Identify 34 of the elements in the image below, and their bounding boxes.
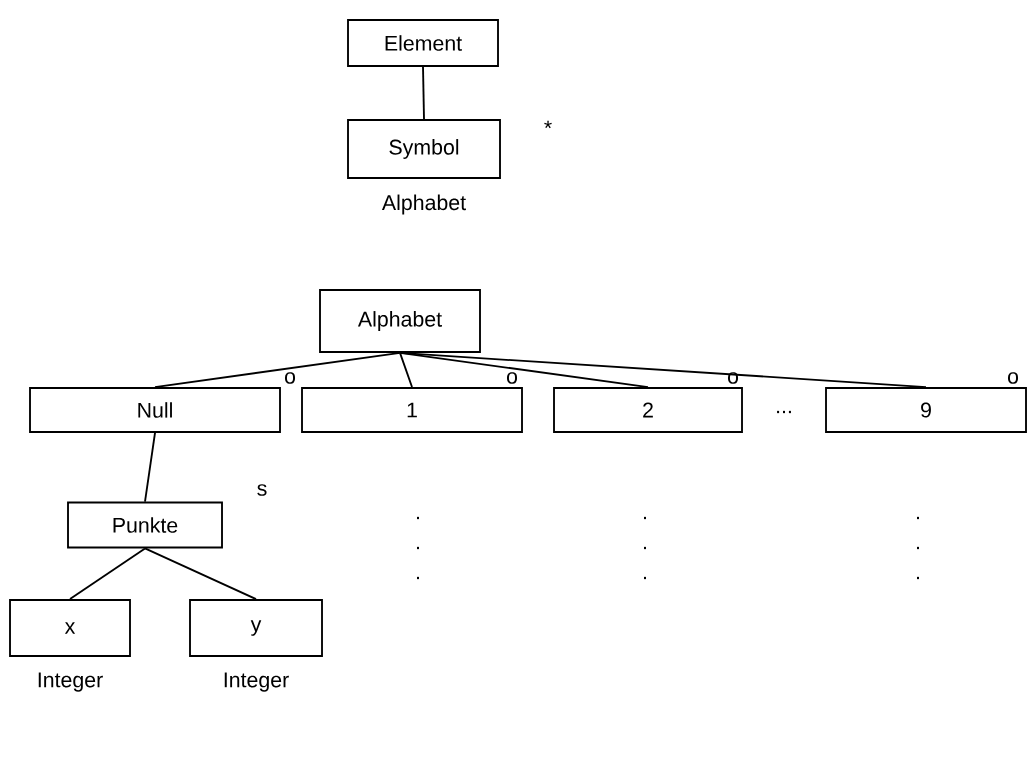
multiplicity-mark: . [644,516,646,520]
connector-line [154,352,401,388]
multiplicity-mark: . [417,576,419,580]
multiplicity-mark: . [917,546,919,550]
connector-line [399,352,413,388]
type-caption: Alphabet [381,194,466,215]
connector-line [144,432,156,503]
class-box: Null [29,387,281,433]
class-box: 2 [553,387,743,433]
multiplicity-mark: . [417,546,419,550]
class-box: Punkte [67,501,223,549]
class-box: 1 [301,387,523,433]
class-box: 9 [825,387,1027,433]
class-box: Alphabet [319,289,481,353]
multiplicity-mark: . [917,576,919,580]
multiplicity-mark: * [544,120,552,129]
connector-line [144,547,257,600]
multiplicity-mark: . [917,516,919,520]
class-box: x [9,599,131,657]
type-caption: Integer [224,672,289,692]
connector-line [69,547,146,600]
multiplicity-mark: s [257,484,267,496]
multiplicity-mark: o [284,372,296,384]
class-box: Element [347,19,499,67]
multiplicity-mark: ... [777,410,791,414]
class-box: Symbol [347,119,501,179]
multiplicity-mark: o [506,372,518,384]
type-caption: Integer [38,672,103,692]
multiplicity-mark: . [644,546,646,550]
multiplicity-mark: . [417,516,419,520]
connector-line [422,66,425,120]
multiplicity-mark: . [644,576,646,580]
connector-line [399,352,927,388]
class-box: y [189,599,323,657]
